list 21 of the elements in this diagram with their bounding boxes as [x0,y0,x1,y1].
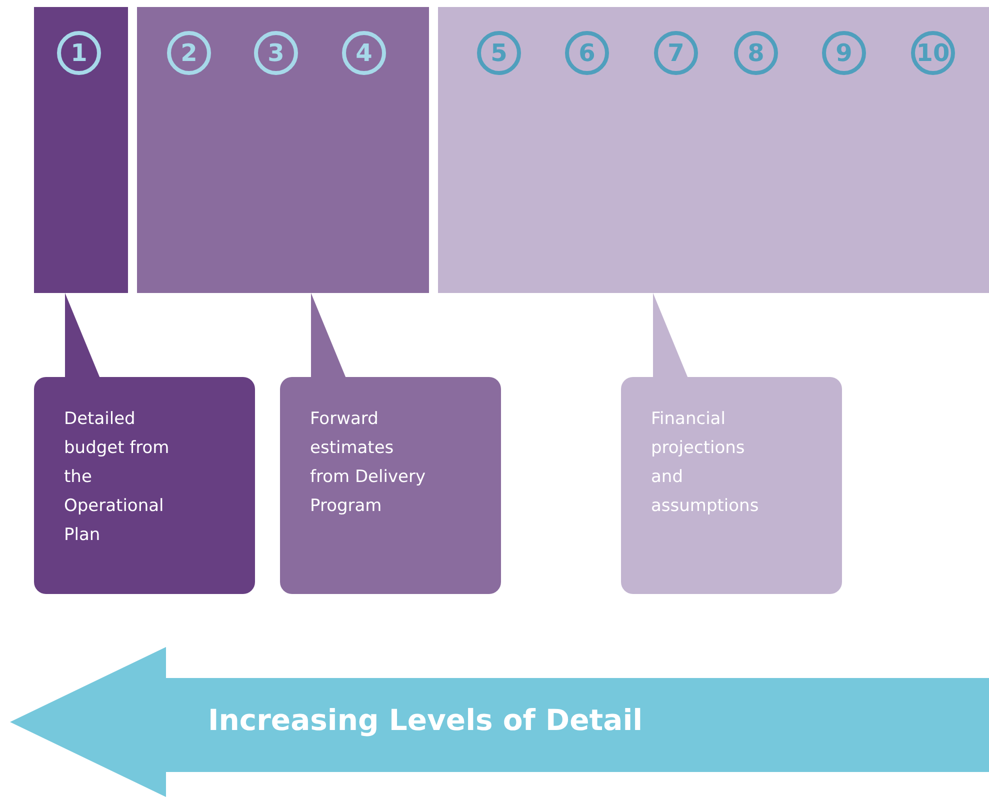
number-circle: 6 [565,31,609,75]
number-circle: 1 [57,31,101,75]
number-circle: 3 [254,31,298,75]
number-circle: 10 [911,31,955,75]
callout-box: Forward estimates from Delivery Program [280,377,501,594]
column-band [137,7,429,293]
callout-box: Detailed budget from the Operational Plan [34,377,255,594]
direction-arrow [8,645,989,799]
callout-tail [65,293,100,378]
callout-tail [653,293,688,378]
number-circle: 7 [654,31,698,75]
number-circle: 5 [477,31,521,75]
column-band [34,7,128,293]
callout-box: Financial projections and assumptions [621,377,842,594]
number-circle: 4 [342,31,386,75]
number-circle: 2 [167,31,211,75]
number-circle: 9 [822,31,866,75]
arrow-label: Increasing Levels of Detail [208,703,643,737]
number-circle: 8 [734,31,778,75]
column-band [438,7,989,293]
callout-tail [311,293,346,378]
